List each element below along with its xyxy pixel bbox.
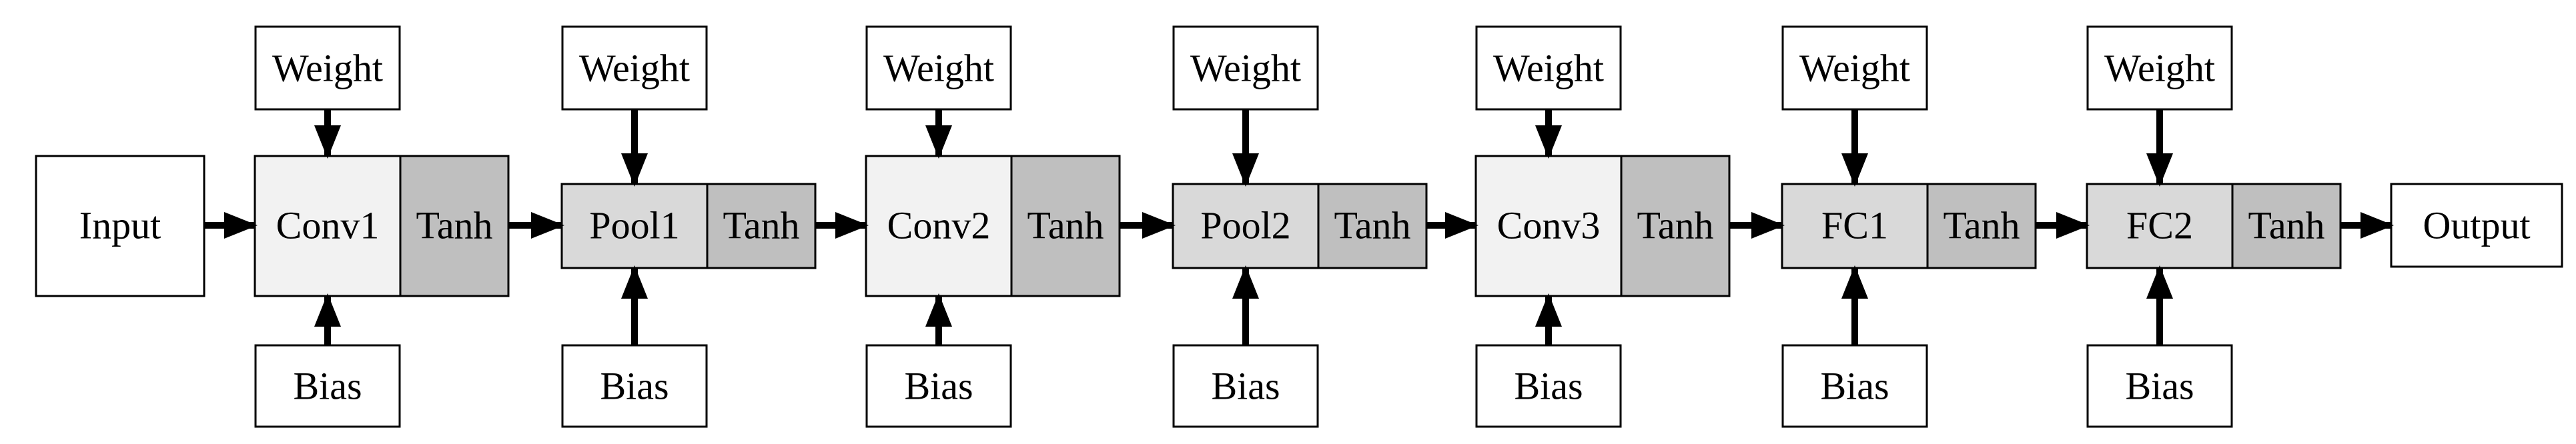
conv2-bias-label: Bias <box>904 365 973 408</box>
fc2-tanh-block <box>2231 183 2342 269</box>
conv2-weight-label: Weight <box>883 47 994 90</box>
conv3-weight-box <box>1475 25 1622 111</box>
conv3-bias-label: Bias <box>1514 365 1583 408</box>
pool2-weight-box <box>1172 25 1319 111</box>
pool1-weight-label: Weight <box>579 47 690 90</box>
conv3-tanh-label: Tanh <box>1637 204 1713 247</box>
pool2-label: Pool2 <box>1200 204 1290 247</box>
fc2-label: FC2 <box>2126 204 2193 247</box>
conv3-block <box>1474 155 1623 297</box>
conv3-label: Conv3 <box>1497 204 1601 247</box>
output-label: Output <box>2423 204 2530 247</box>
pool1-bias-label: Bias <box>600 365 669 408</box>
fc2-block <box>2086 183 2234 269</box>
pool2-tanh-block <box>1317 183 1428 269</box>
fc2-bias-label: Bias <box>2125 365 2194 408</box>
pool1-tanh-block <box>706 183 817 269</box>
conv3-weight-label: Weight <box>1493 47 1604 90</box>
pool2-bias-label: Bias <box>1211 365 1280 408</box>
conv1-bias-label: Bias <box>293 365 362 408</box>
pool1-bias-box <box>561 344 708 428</box>
fc1-weight-label: Weight <box>1799 47 1910 90</box>
input-label: Input <box>79 204 161 247</box>
fc1-label: FC1 <box>1821 204 1888 247</box>
input-box <box>35 155 205 297</box>
pool1-tanh-label: Tanh <box>723 204 799 247</box>
pool2-tanh-label: Tanh <box>1334 204 1410 247</box>
conv1-label: Conv1 <box>276 204 380 247</box>
output-box <box>2390 183 2563 268</box>
fc1-block <box>1781 183 1929 269</box>
fc1-bias-box <box>1781 344 1928 428</box>
conv3-tanh-block <box>1620 155 1731 297</box>
fc2-tanh-label: Tanh <box>2248 204 2324 247</box>
conv1-bias-box <box>254 344 401 428</box>
fc2-weight-label: Weight <box>2104 47 2215 90</box>
conv2-label: Conv2 <box>887 204 991 247</box>
conv2-tanh-label: Tanh <box>1027 204 1104 247</box>
conv1-tanh-label: Tanh <box>416 204 492 247</box>
fc2-weight-box <box>2086 25 2233 111</box>
fc1-weight-box <box>1781 25 1928 111</box>
fc1-bias-label: Bias <box>1820 365 1889 408</box>
pool2-weight-label: Weight <box>1190 47 1301 90</box>
fc2-bias-box <box>2086 344 2233 428</box>
conv1-weight-label: Weight <box>272 47 383 90</box>
fc1-tanh-label: Tanh <box>1943 204 2020 247</box>
pool1-label: Pool1 <box>589 204 679 247</box>
conv2-tanh-block <box>1010 155 1121 297</box>
pool2-bias-box <box>1172 344 1319 428</box>
